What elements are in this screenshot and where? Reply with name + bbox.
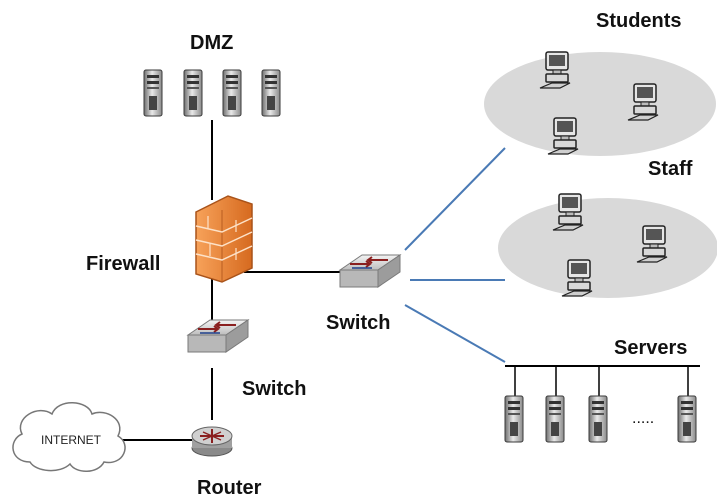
staff-label: Staff: [648, 158, 693, 180]
server-tower-icon: [677, 395, 697, 443]
switch-main-label: Switch: [326, 312, 391, 334]
switch-lower-label: Switch: [242, 378, 307, 400]
servers-label: Servers: [614, 337, 688, 359]
dmz-label: DMZ: [190, 32, 234, 54]
server-tower-icon: [183, 69, 203, 117]
router-label: Router: [197, 477, 262, 499]
dmz-server-group: [143, 69, 281, 117]
server-tower-icon: [588, 395, 608, 443]
server-tower-icon: [222, 69, 242, 117]
staff-group: [498, 193, 717, 298]
students-label: Students: [596, 10, 682, 32]
links: [108, 120, 506, 441]
link-switch-servers: [404, 304, 506, 363]
servers-ellipsis: .....: [632, 410, 655, 427]
network-switch-icon: [187, 319, 249, 353]
students-group: [484, 51, 716, 156]
firewall-icon: [195, 195, 253, 283]
server-tower-icon: [143, 69, 163, 117]
internet-label: INTERNET: [41, 433, 101, 447]
link-switch-students: [404, 147, 506, 251]
server-tower-icon: [545, 395, 565, 443]
servers-group: [504, 365, 700, 443]
server-tower-icon: [504, 395, 524, 443]
network-switch-icon: [339, 254, 401, 288]
cloud-icon: [12, 402, 126, 472]
router-icon: [191, 426, 233, 457]
firewall-label: Firewall: [86, 253, 161, 275]
server-tower-icon: [261, 69, 281, 117]
